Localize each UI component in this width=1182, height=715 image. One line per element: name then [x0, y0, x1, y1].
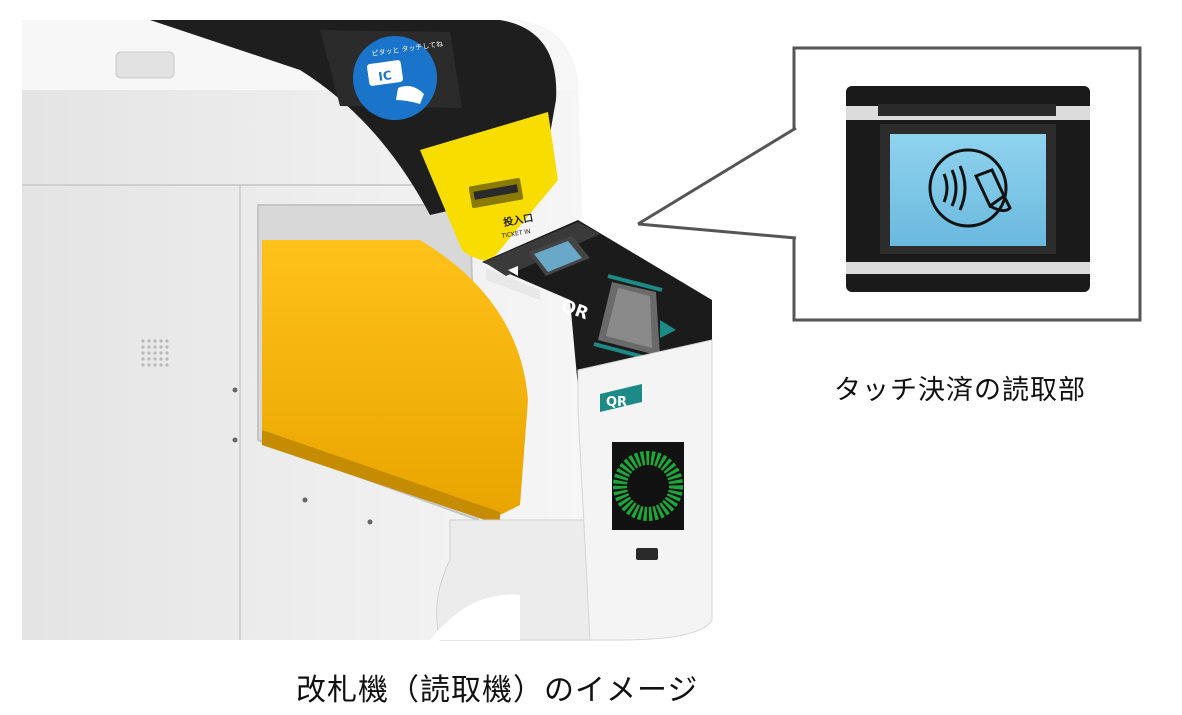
reader-column: QR: [577, 339, 713, 641]
reader-callout: [637, 46, 1142, 322]
contactless-reader-small[interactable]: [528, 236, 590, 276]
ok-circle-indicator-icon: [613, 451, 683, 521]
qr-side-label: QR: [606, 395, 627, 410]
contactless-payment-icon: [928, 148, 1012, 228]
ic-badge-label: IC: [378, 68, 393, 84]
gate-lower-arm: [430, 519, 601, 641]
gate-flap: [257, 204, 528, 525]
gate-caption: 改札機（読取機）のイメージ: [296, 673, 699, 708]
qr-reader-arrow-icon: [660, 320, 676, 338]
reader-caption: タッチ決済の読取部: [834, 375, 1086, 406]
ticket-slot[interactable]: 投入口 TICKET IN: [420, 112, 558, 262]
speaker-grille-dots: [141, 339, 169, 367]
qr-scanner[interactable]: [593, 274, 676, 364]
